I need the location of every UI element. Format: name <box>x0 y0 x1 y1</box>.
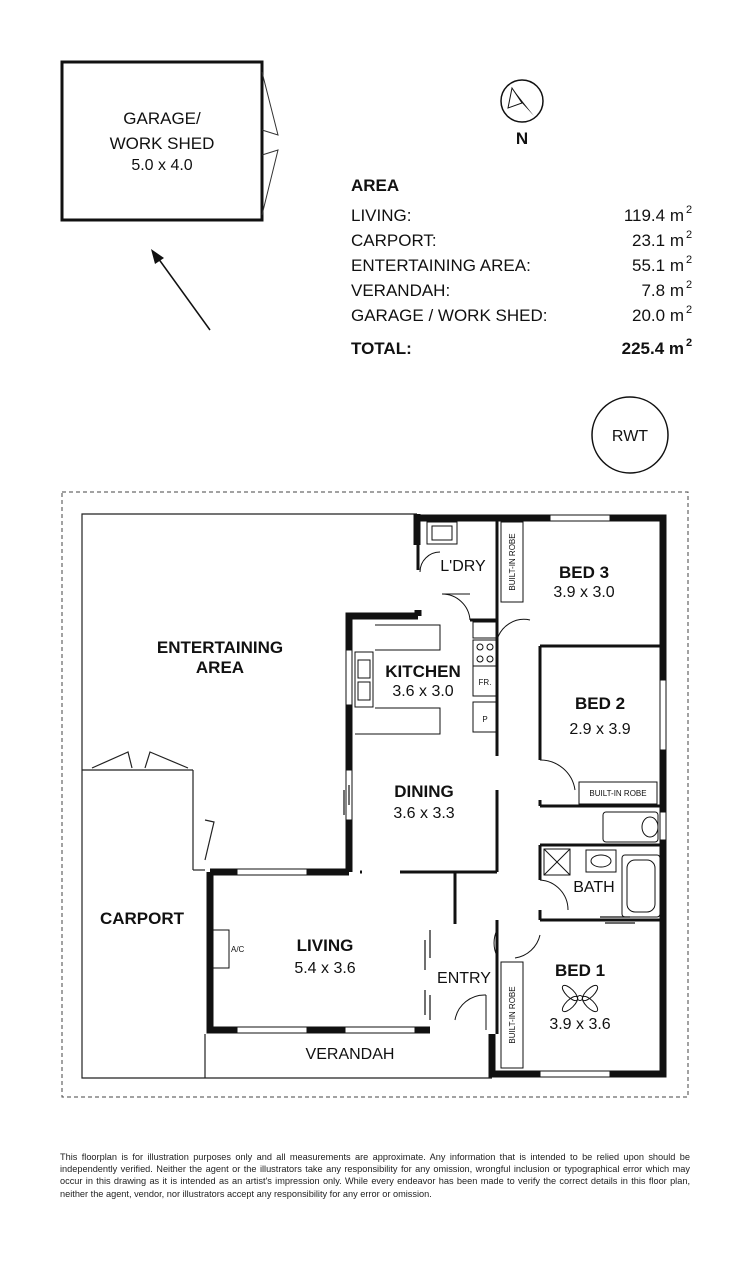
entry-label: ENTRY <box>437 970 491 987</box>
laundry-label: L'DRY <box>440 558 486 575</box>
entertaining-label-2: AREA <box>196 658 244 677</box>
area-row-sup: 2 <box>686 229 692 241</box>
area-row-sup: 2 <box>686 204 692 216</box>
doors <box>419 551 576 1030</box>
area-total-value: 225.4 m <box>622 339 684 358</box>
bathroom-fittings <box>543 811 661 918</box>
garage-work-shed: GARAGE/ WORK SHED 5.0 x 4.0 <box>60 60 279 222</box>
interior-walls <box>360 518 663 1034</box>
bed3-dims: 3.9 x 3.0 <box>553 584 614 601</box>
kitchen-dims: 3.6 x 3.0 <box>392 683 453 700</box>
aircon-label: A/C <box>231 945 245 954</box>
north-compass-icon: N <box>500 79 544 148</box>
area-row-value: 119.4 m <box>624 206 684 225</box>
bed3-label: BED 3 <box>559 563 609 582</box>
rainwater-tank: RWT <box>591 396 669 474</box>
entertaining-label-1: ENTERTAINING <box>157 638 283 657</box>
area-row-label: ENTERTAINING AREA: <box>351 256 531 275</box>
disclaimer-text: This floorplan is for illustration purpo… <box>60 1152 690 1199</box>
aircon-unit <box>212 929 230 969</box>
area-row-sup: 2 <box>686 254 692 266</box>
area-row-label: GARAGE / WORK SHED: <box>351 306 547 325</box>
area-row-sup: 2 <box>686 279 692 291</box>
area-total-label: TOTAL: <box>351 339 412 358</box>
area-row-label: LIVING: <box>351 206 411 225</box>
living-dims: 5.4 x 3.6 <box>294 960 355 977</box>
area-row-value: 55.1 m <box>632 256 684 275</box>
kitchen-fittings <box>354 621 498 735</box>
garage-label-1: GARAGE/ <box>123 109 201 128</box>
robe-label-bed3: BUILT-IN ROBE <box>508 533 517 590</box>
garage-dims: 5.0 x 4.0 <box>131 157 192 174</box>
bed2-label: BED 2 <box>575 694 625 713</box>
area-row-label: VERANDAH: <box>351 281 450 300</box>
area-row-label: CARPORT: <box>351 231 437 250</box>
pantry-label: P <box>482 715 487 724</box>
living-label: LIVING <box>297 936 354 955</box>
site-boundary <box>61 491 689 1098</box>
area-total-sup: 2 <box>686 337 692 349</box>
bed1-dims: 3.9 x 3.6 <box>549 1016 610 1033</box>
area-row-sup: 2 <box>686 304 692 316</box>
fridge-label: FR. <box>479 678 492 687</box>
verandah-label: VERANDAH <box>306 1046 395 1063</box>
room-labels: ENTERTAINING AREA CARPORT VERANDAH L'DRY… <box>100 533 647 1063</box>
dining-dims: 3.6 x 3.3 <box>393 805 454 822</box>
area-row-value: 23.1 m <box>632 231 684 250</box>
bed1-label: BED 1 <box>555 961 605 980</box>
sliding-doors <box>343 785 635 1020</box>
compass-north-label: N <box>516 129 528 148</box>
outdoor-outlines <box>81 513 492 1079</box>
robe-label-bed1: BUILT-IN ROBE <box>508 986 517 1043</box>
carport-label: CARPORT <box>100 909 185 928</box>
bed2-dims: 2.9 x 3.9 <box>569 721 630 738</box>
ceiling-fan-icon <box>561 984 599 1013</box>
garage-label-2: WORK SHED <box>110 134 215 153</box>
rwt-label: RWT <box>612 428 648 445</box>
windows <box>236 514 667 1078</box>
area-row-value: 7.8 m <box>641 281 684 300</box>
area-heading: AREA <box>351 176 399 195</box>
dining-label: DINING <box>394 782 454 801</box>
robes <box>500 521 658 1069</box>
area-legend: AREA LIVING: 119.4 m 2 CARPORT: 23.1 m 2… <box>351 176 692 358</box>
kitchen-label: KITCHEN <box>385 662 461 681</box>
laundry-fittings <box>426 521 458 545</box>
area-row-value: 20.0 m <box>632 306 684 325</box>
direction-arrow-icon <box>151 249 211 331</box>
robe-label-bed2: BUILT-IN ROBE <box>589 789 646 798</box>
bath-label: BATH <box>573 879 614 896</box>
